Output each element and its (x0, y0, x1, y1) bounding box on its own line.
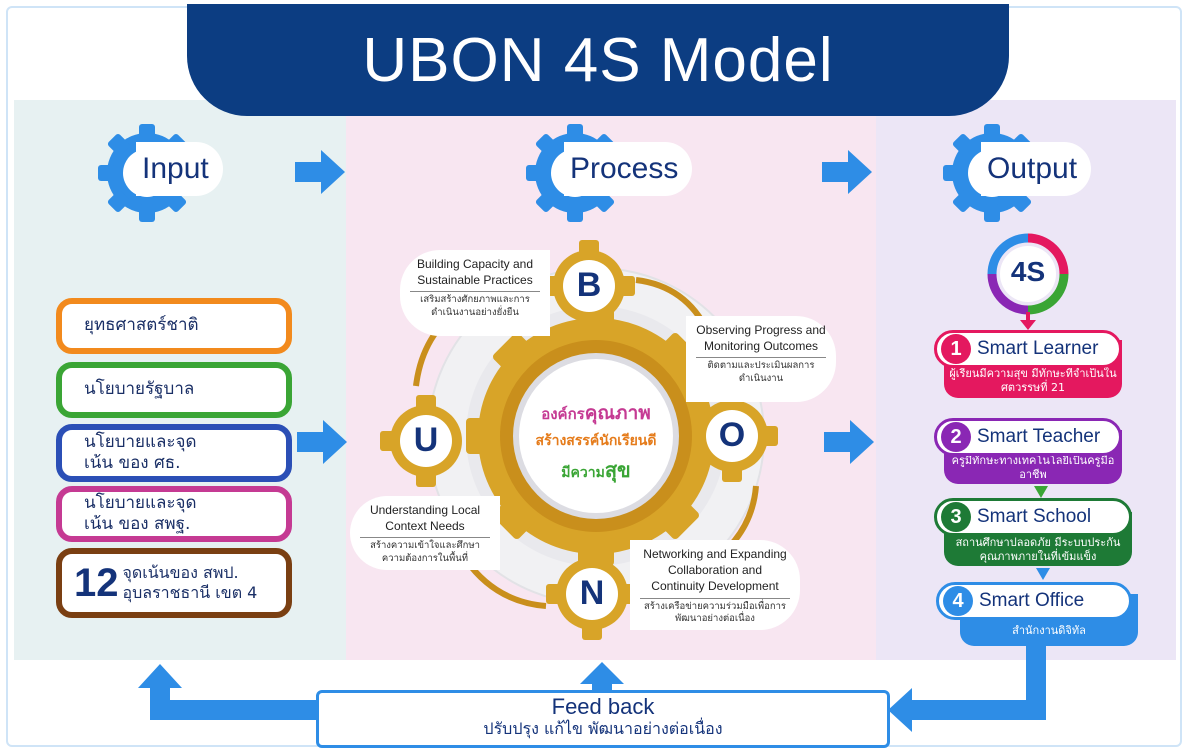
feedback-title: Feed back (551, 694, 655, 719)
input-text: นโยบายและจุดเน้น ของ สพฐ. (84, 492, 197, 534)
output-smart-school-desc: สถานศึกษาปลอดภัย มีระบบประกันคุณภาพภายใน… (955, 535, 1121, 563)
callout-th: สร้างเครือข่ายความร่วมมือเพื่อการพัฒนาอย… (640, 597, 790, 627)
output-label: Output (981, 142, 1092, 196)
center-line-3: มีความสุข (516, 454, 676, 486)
letter-u: U (413, 421, 439, 459)
callout-en: Understanding Local Context Needs (369, 503, 481, 534)
feedback-box: Feed back ปรับปรุง แก้ไข พัฒนาอย่างต่อเน… (316, 690, 890, 748)
input-moe-policy: นโยบายและจุดเน้น ของ ศธ. (56, 424, 292, 482)
center-line-3b: สุข (604, 458, 631, 482)
output-smart-office-desc: สำนักงานดิจิทัล (1012, 623, 1086, 637)
input-number: 12 (74, 561, 119, 605)
callout-networking: Networking and Expanding Collaboration a… (630, 540, 800, 630)
arrow-down-icon (1036, 568, 1050, 580)
arrow-right-icon (297, 420, 347, 464)
callout-en: Building Capacity and Sustainable Practi… (416, 257, 534, 288)
feedback-subtitle: ปรับปรุง แก้ไข พัฒนาอย่างต่อเนื่อง (483, 719, 723, 739)
input-obec-policy: นโยบายและจุดเน้น ของ สพฐ. (56, 486, 292, 542)
process-label: Process (564, 142, 693, 196)
input-text: จุดเน้นของ สพป. อุบลราชธานี เขต 4 (122, 563, 258, 602)
output-smart-school: 3 Smart School (934, 498, 1132, 536)
output-smart-learner: 1 Smart Learner (934, 330, 1122, 368)
input-text: นโยบายและจุดเน้น ของ ศธ. (84, 431, 197, 473)
output-number: 4 (943, 586, 973, 616)
callout-understanding: Understanding Local Context Needs สร้างค… (350, 496, 500, 570)
output-smart-learner-desc: ผู้เรียนมีความสุข มีทักษะที่จำเป็นในศตวร… (949, 366, 1117, 394)
letter-n: N (579, 574, 605, 612)
process-center-text: องค์กรคุณภาพ สร้างสรรค์นักเรียนดี มีความ… (516, 398, 676, 486)
output-name: Smart Teacher (977, 426, 1101, 447)
callout-en: Networking and Expanding Collaboration a… (643, 547, 787, 594)
center-line-2: สร้างสรรค์นักเรียนดี (535, 433, 657, 449)
page-title: UBON 4S Model (362, 25, 834, 95)
arrow-right-icon (295, 150, 345, 194)
callout-en: Observing Progress and Monitoring Outcom… (696, 323, 826, 354)
center-line-3a: มีความ (561, 465, 605, 481)
center-line-1: องค์กรคุณภาพ (516, 398, 676, 428)
callout-observing: Observing Progress and Monitoring Outcom… (686, 316, 836, 402)
input-government-policy: นโยบายรัฐบาล (56, 362, 292, 418)
arrow-right-icon (824, 420, 874, 464)
input-text: นโยบายรัฐบาล (84, 379, 195, 400)
letter-b: B (576, 266, 602, 304)
output-number: 2 (941, 422, 971, 452)
input-stage: Input (92, 118, 252, 228)
output-name: Smart School (977, 506, 1092, 527)
4s-badge: 4S (1010, 256, 1046, 287)
process-stage: Process (520, 118, 693, 228)
arrow-down-icon (1020, 312, 1036, 330)
arrow-right-icon (822, 150, 872, 194)
letter-o: O (718, 416, 746, 454)
title-banner: UBON 4S Model (187, 4, 1009, 116)
output-name: Smart Learner (977, 338, 1099, 359)
callout-th: สร้างความเข้าใจและศึกษาความต้องการในพื้น… (360, 537, 490, 566)
output-name: Smart Office (979, 590, 1085, 611)
output-number: 3 (941, 502, 971, 532)
input-text: ยุทธศาสตร์ชาติ (84, 315, 199, 336)
callout-building: Building Capacity and Sustainable Practi… (400, 250, 550, 336)
output-stage: Output (937, 118, 1097, 228)
center-line-1a: องค์กร (541, 405, 585, 423)
arrow-down-icon (1034, 486, 1048, 498)
input-national-strategy: ยุทธศาสตร์ชาติ (56, 298, 292, 354)
input-label: Input (136, 142, 223, 196)
4s-badge-ring (987, 233, 1069, 315)
center-line-1b: คุณภาพ (584, 402, 651, 424)
output-number: 1 (941, 334, 971, 364)
input-area-focus: 12 จุดเน้นของ สพป. อุบลราชธานี เขต 4 (56, 548, 292, 618)
callout-th: เสริมสร้างศักยภาพและการดำเนินงานอย่างยั่… (410, 291, 540, 320)
callout-th: ติดตามและประเมินผลการดำเนินงาน (696, 357, 826, 386)
output-smart-office: 4 Smart Office (936, 582, 1132, 620)
output-smart-teacher: 2 Smart Teacher (934, 418, 1122, 456)
output-smart-teacher-desc: ครูมีทักษะทางเทคโนโลยีเป็นครูมืออาชีพ (951, 453, 1115, 481)
